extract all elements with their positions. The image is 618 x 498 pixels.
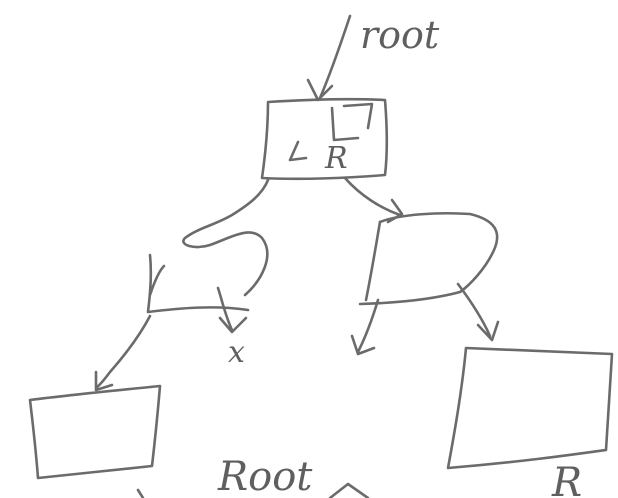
root-label: root: [360, 13, 440, 57]
right-child-right-pointer: [456, 282, 500, 342]
left-child-pointer: [182, 178, 270, 297]
right-child-node: [350, 211, 500, 356]
right-child-left-pointer: [350, 298, 380, 356]
root-left-field: [288, 140, 308, 162]
right-grandchild-label: R: [551, 460, 582, 498]
left-grandchild-pointer: [94, 314, 152, 392]
null-x-mark: x: [228, 335, 245, 370]
root-node-divider: [330, 106, 360, 142]
left-child-null-arrow: [216, 286, 248, 334]
right-child-pointer: [343, 176, 404, 224]
root-bottom-label: Root: [217, 454, 313, 498]
right-grandchild-node: R: [446, 346, 614, 498]
left-grandchild-node: [28, 384, 162, 498]
root-right-letter: R: [324, 141, 348, 176]
root-pointer-arrow: [306, 14, 352, 102]
root-node: L R: [260, 97, 389, 181]
left-child-node: x: [146, 253, 250, 370]
bottom-caret-shape: [328, 482, 370, 498]
